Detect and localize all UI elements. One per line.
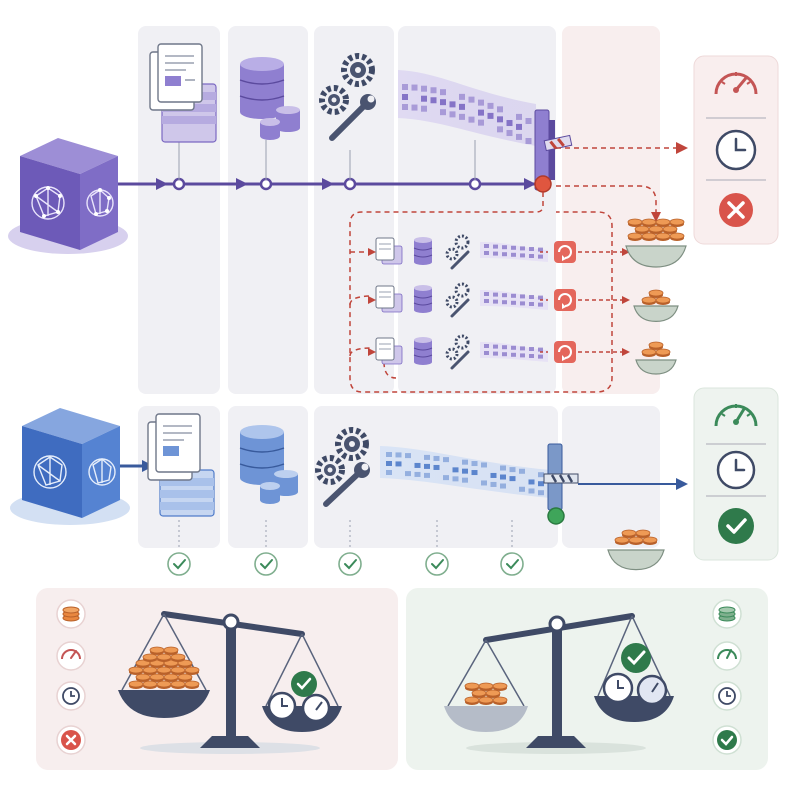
gears-wrench-icon <box>445 234 470 270</box>
checkpoint-icon <box>167 552 191 576</box>
coin-pile <box>464 682 508 705</box>
documents-icon <box>149 43 217 143</box>
gears-wrench-icon <box>315 427 370 507</box>
purple-cube-icon <box>8 138 128 254</box>
database-icon <box>239 425 298 504</box>
coin-bowl <box>607 529 665 571</box>
speedometer-icon <box>56 641 86 671</box>
checkpoint-row <box>167 520 524 576</box>
blue-cube-icon <box>10 408 130 525</box>
check-icon <box>712 725 742 755</box>
database-icon <box>413 337 433 365</box>
clock-icon <box>56 681 86 711</box>
database-icon <box>239 57 300 140</box>
clock-icon <box>715 129 757 171</box>
retry-icon <box>554 341 576 363</box>
database-icon <box>413 285 433 313</box>
coin-bowl-large <box>625 218 687 268</box>
coins-icon <box>712 599 742 629</box>
checkpoint-icon <box>338 552 362 576</box>
retry-icon <box>554 241 576 263</box>
retry-rows <box>368 234 630 370</box>
data-stream <box>480 242 548 262</box>
high-cost-indicators <box>56 599 86 755</box>
checkpoint-icon <box>500 552 524 576</box>
lane-5-bottom <box>562 406 660 548</box>
check-icon <box>718 508 754 544</box>
lane-3-top <box>314 26 394 394</box>
green-status-light <box>547 507 565 525</box>
gears-wrench-icon <box>319 53 376 141</box>
coin-pile <box>128 646 200 689</box>
retry-icon <box>554 289 576 311</box>
data-stream <box>480 290 548 310</box>
retry-row <box>368 334 630 370</box>
coin-bowl-medium <box>633 289 679 323</box>
documents-icon <box>147 413 215 517</box>
low-cost-balance-scale <box>444 613 674 754</box>
retry-row <box>368 234 630 270</box>
low-cost-indicators <box>712 599 742 755</box>
gears-wrench-icon <box>445 334 470 370</box>
clock-icon <box>716 450 756 490</box>
stage-connectors <box>178 140 476 180</box>
high-cost-balance-scale <box>118 611 342 754</box>
data-stream <box>380 446 554 498</box>
gears-wrench-icon <box>445 282 470 318</box>
checkpoint-icon <box>254 552 278 576</box>
time-speed-load <box>602 643 668 706</box>
red-status-light <box>534 175 552 193</box>
clock-icon <box>712 681 742 711</box>
time-speed-load <box>267 671 331 723</box>
successful-pipeline <box>10 387 779 576</box>
documents-icon <box>375 337 403 365</box>
comparison-section <box>36 588 768 770</box>
coin-bowls <box>625 218 687 375</box>
checkpoint-icon <box>425 552 449 576</box>
coins-icon <box>56 599 86 629</box>
cross-icon <box>719 193 753 227</box>
documents-icon <box>375 237 403 265</box>
data-stream <box>480 342 548 362</box>
lane-5-top <box>562 26 660 394</box>
gate-closed-icon <box>534 109 573 193</box>
retry-row <box>368 282 630 318</box>
passed-status-panel <box>693 387 779 561</box>
documents-icon <box>375 285 403 313</box>
speedometer-icon <box>714 404 758 427</box>
flow-arrowheads <box>156 178 536 190</box>
speedometer-icon <box>714 72 758 95</box>
check-icon <box>621 643 651 673</box>
data-stream <box>398 70 536 146</box>
coin-bowl-small <box>635 341 677 375</box>
failed-status-panel <box>693 55 779 245</box>
gate-open-icon <box>543 443 579 525</box>
failing-pipeline <box>8 43 779 393</box>
cross-icon <box>56 725 86 755</box>
speedometer-icon <box>712 641 742 671</box>
database-icon <box>413 237 433 265</box>
